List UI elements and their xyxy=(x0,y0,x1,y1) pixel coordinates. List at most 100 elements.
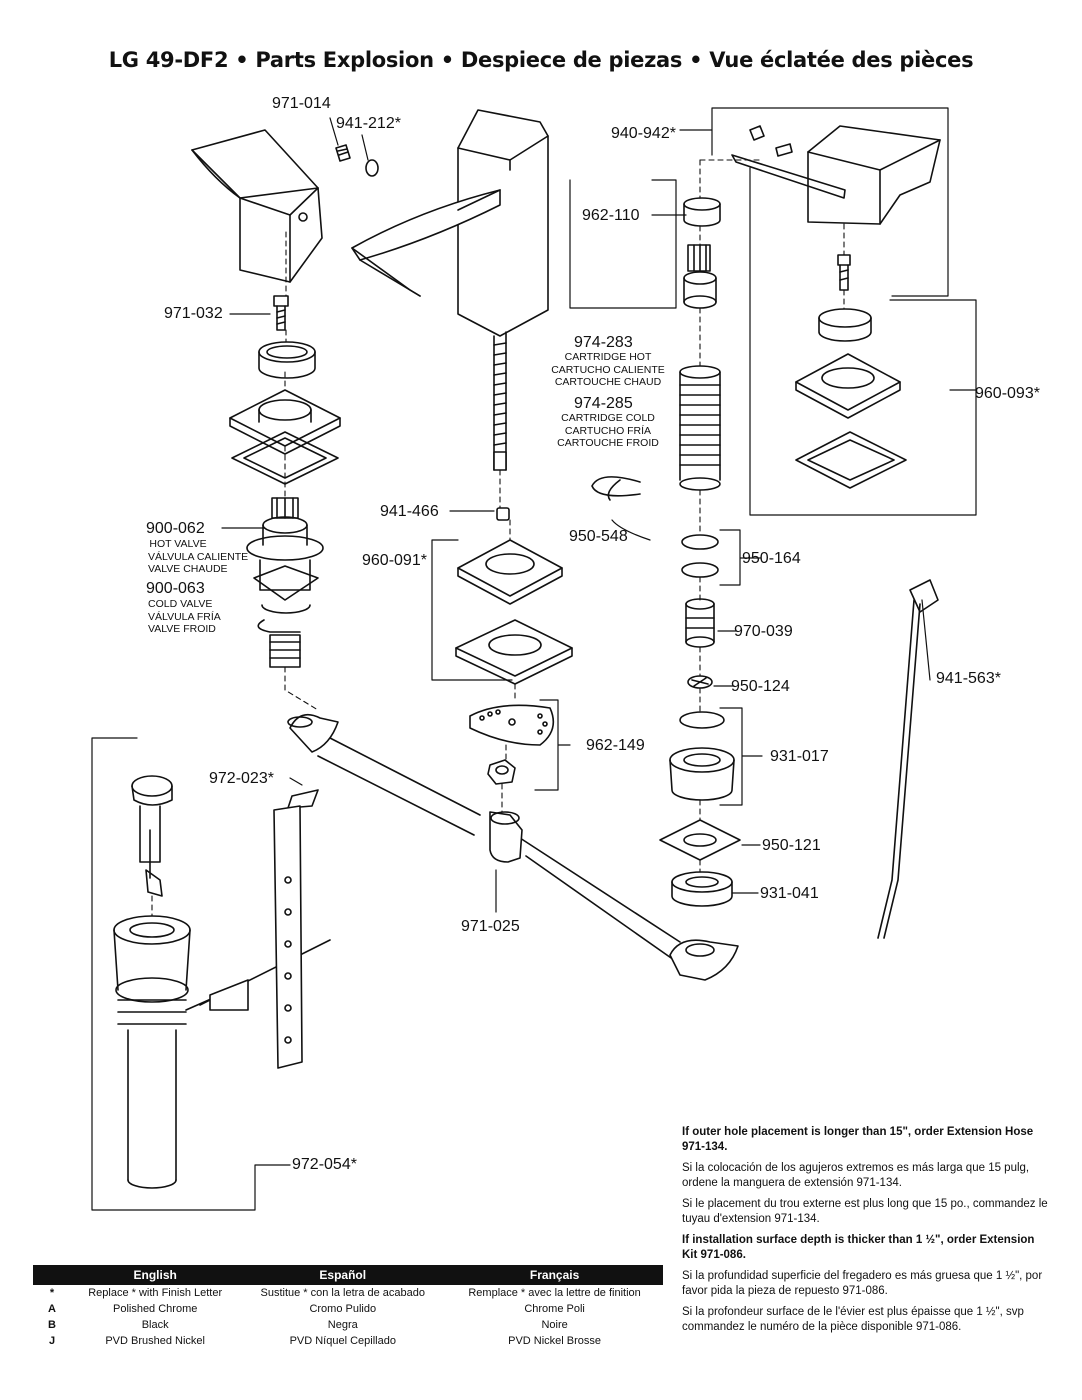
legend-header-key xyxy=(33,1265,71,1285)
left-retaining-nut xyxy=(258,341,316,379)
label-972-023: 972-023* xyxy=(209,770,274,787)
legend-row: * Replace * with Finish Letter Sustitue … xyxy=(33,1285,663,1301)
left-handle xyxy=(191,129,323,283)
label-960-093: 960-093* xyxy=(975,385,1040,402)
legend-header-row: English Español Français xyxy=(33,1265,663,1285)
label-974-285: 974-285 xyxy=(574,395,633,412)
center-mounting-plate xyxy=(455,619,573,685)
label-900-062: 900-062 xyxy=(146,520,205,537)
legend-row: A Polished Chrome Cromo Pulido Chrome Po… xyxy=(33,1301,663,1317)
part-970-039-fitting xyxy=(685,598,715,648)
part-960-093-escutcheon xyxy=(795,308,907,489)
part-974-283-cartridge xyxy=(683,244,717,309)
label-974-283: 974-283 xyxy=(574,334,633,351)
note-hole-placement-fr: Si le placement du trou externe est plus… xyxy=(682,1198,1048,1225)
part-941-466 xyxy=(496,507,510,521)
legend-cell: Black xyxy=(141,1319,169,1331)
part-941-212-cap xyxy=(365,159,379,177)
label-950-121: 950-121 xyxy=(762,837,821,854)
legend-cell: Sustitue * con la letra de acabado xyxy=(260,1287,426,1299)
leader-lines xyxy=(91,107,977,1211)
label-962-110: 962-110 xyxy=(582,207,640,224)
allen-wrench xyxy=(731,154,846,199)
left-gasket xyxy=(231,431,339,485)
label-970-039: 970-039 xyxy=(734,623,793,640)
note-surface-depth-fr: Si la profondeur surface de le l'évier e… xyxy=(682,1306,1024,1333)
note-surface-depth-en: If installation surface depth is thicker… xyxy=(682,1234,1035,1261)
legend-cell: PVD Nickel Brosse xyxy=(508,1335,602,1347)
part-962-110-nut xyxy=(683,197,721,227)
supply-tube xyxy=(287,713,681,961)
right-handle-screw xyxy=(837,254,851,291)
legend-cell: PVD Brushed Nickel xyxy=(105,1335,205,1347)
spout-supply-hose xyxy=(493,331,507,471)
drain-lift-rod xyxy=(199,939,331,1011)
part-950-124-screen xyxy=(687,675,713,689)
part-972-054-drain-body xyxy=(113,915,221,1189)
part-900-062-valve xyxy=(246,497,324,668)
label-960-091: 960-091* xyxy=(362,552,427,569)
page-title: LG 49-DF2 • Parts Explosion • Despiece d… xyxy=(108,48,974,72)
part-931-041-nut xyxy=(671,871,733,907)
note-hole-placement-es: Si la colocación de los agujeros extremo… xyxy=(682,1162,1030,1189)
right-set-screw xyxy=(749,125,793,157)
part-950-548-clip xyxy=(591,476,641,501)
legend-key: B xyxy=(48,1319,56,1331)
legend-key: A xyxy=(48,1303,56,1315)
part-931-017-gasket xyxy=(669,711,735,801)
installation-notes: If outer hole placement is longer than 1… xyxy=(682,1125,1052,1341)
legend-cell: Negra xyxy=(327,1319,358,1331)
part-941-563-lift-rod xyxy=(877,579,939,939)
cartridge-sleeve xyxy=(679,365,721,491)
drain-clevis-strap xyxy=(273,789,319,1069)
part-971-032-screw xyxy=(273,295,289,331)
legend-header-francais: Français xyxy=(446,1265,663,1285)
part-972-023-stopper xyxy=(131,775,173,897)
legend-cell: Remplace * avec la lettre de finition xyxy=(468,1287,641,1299)
label-971-014: 971-014 xyxy=(272,95,331,112)
label-941-563: 941-563* xyxy=(936,670,1001,687)
label-931-041: 931-041 xyxy=(760,885,819,902)
part-971-025-tee xyxy=(489,811,523,863)
label-972-054: 972-054* xyxy=(292,1156,357,1173)
part-962-149-plate xyxy=(469,704,555,746)
note-surface-depth-es: Si la profundidad superficie del fregade… xyxy=(682,1270,1043,1297)
legend-row: B Black Negra Noire xyxy=(33,1317,663,1333)
dashed-axis-lines xyxy=(151,159,845,917)
legend-header-english: English xyxy=(71,1265,240,1285)
legend-cell: Polished Chrome xyxy=(112,1303,198,1315)
spout-body xyxy=(351,109,549,337)
right-tube-end xyxy=(669,939,739,981)
part-971-014-set-screw xyxy=(335,144,351,162)
label-950-124: 950-124 xyxy=(731,678,790,695)
part-950-121-washer xyxy=(659,819,741,861)
legend-cell: Chrome Poli xyxy=(524,1303,585,1315)
label-971-032: 971-032 xyxy=(164,305,223,322)
legend-key: * xyxy=(49,1287,55,1299)
note-hole-placement-en: If outer hole placement is longer than 1… xyxy=(682,1126,1034,1153)
finish-legend-table: English Español Français * Replace * wit… xyxy=(33,1265,663,1349)
part-950-164-orings xyxy=(681,534,719,578)
legend-cell: Replace * with Finish Letter xyxy=(88,1287,223,1299)
legend-cell: Noire xyxy=(541,1319,568,1331)
label-900-063: 900-063 xyxy=(146,580,205,597)
part-940-942-handle xyxy=(807,125,941,225)
center-hex-nut xyxy=(487,759,516,785)
label-950-548: 950-548 xyxy=(569,528,628,545)
label-971-025: 971-025 xyxy=(461,918,520,935)
label-962-149: 962-149 xyxy=(586,737,645,754)
label-931-017: 931-017 xyxy=(770,748,829,765)
label-941-466: 941-466 xyxy=(380,503,439,520)
label-950-164: 950-164 xyxy=(742,550,801,567)
legend-cell: Cromo Pulido xyxy=(309,1303,377,1315)
part-960-091-escutcheon xyxy=(457,539,563,605)
legend-header-espanol: Español xyxy=(239,1265,447,1285)
legend-row: J PVD Brushed Nickel PVD Níquel Cepillad… xyxy=(33,1333,663,1349)
label-941-212: 941-212* xyxy=(336,115,401,132)
legend-cell: PVD Níquel Cepillado xyxy=(289,1335,396,1347)
